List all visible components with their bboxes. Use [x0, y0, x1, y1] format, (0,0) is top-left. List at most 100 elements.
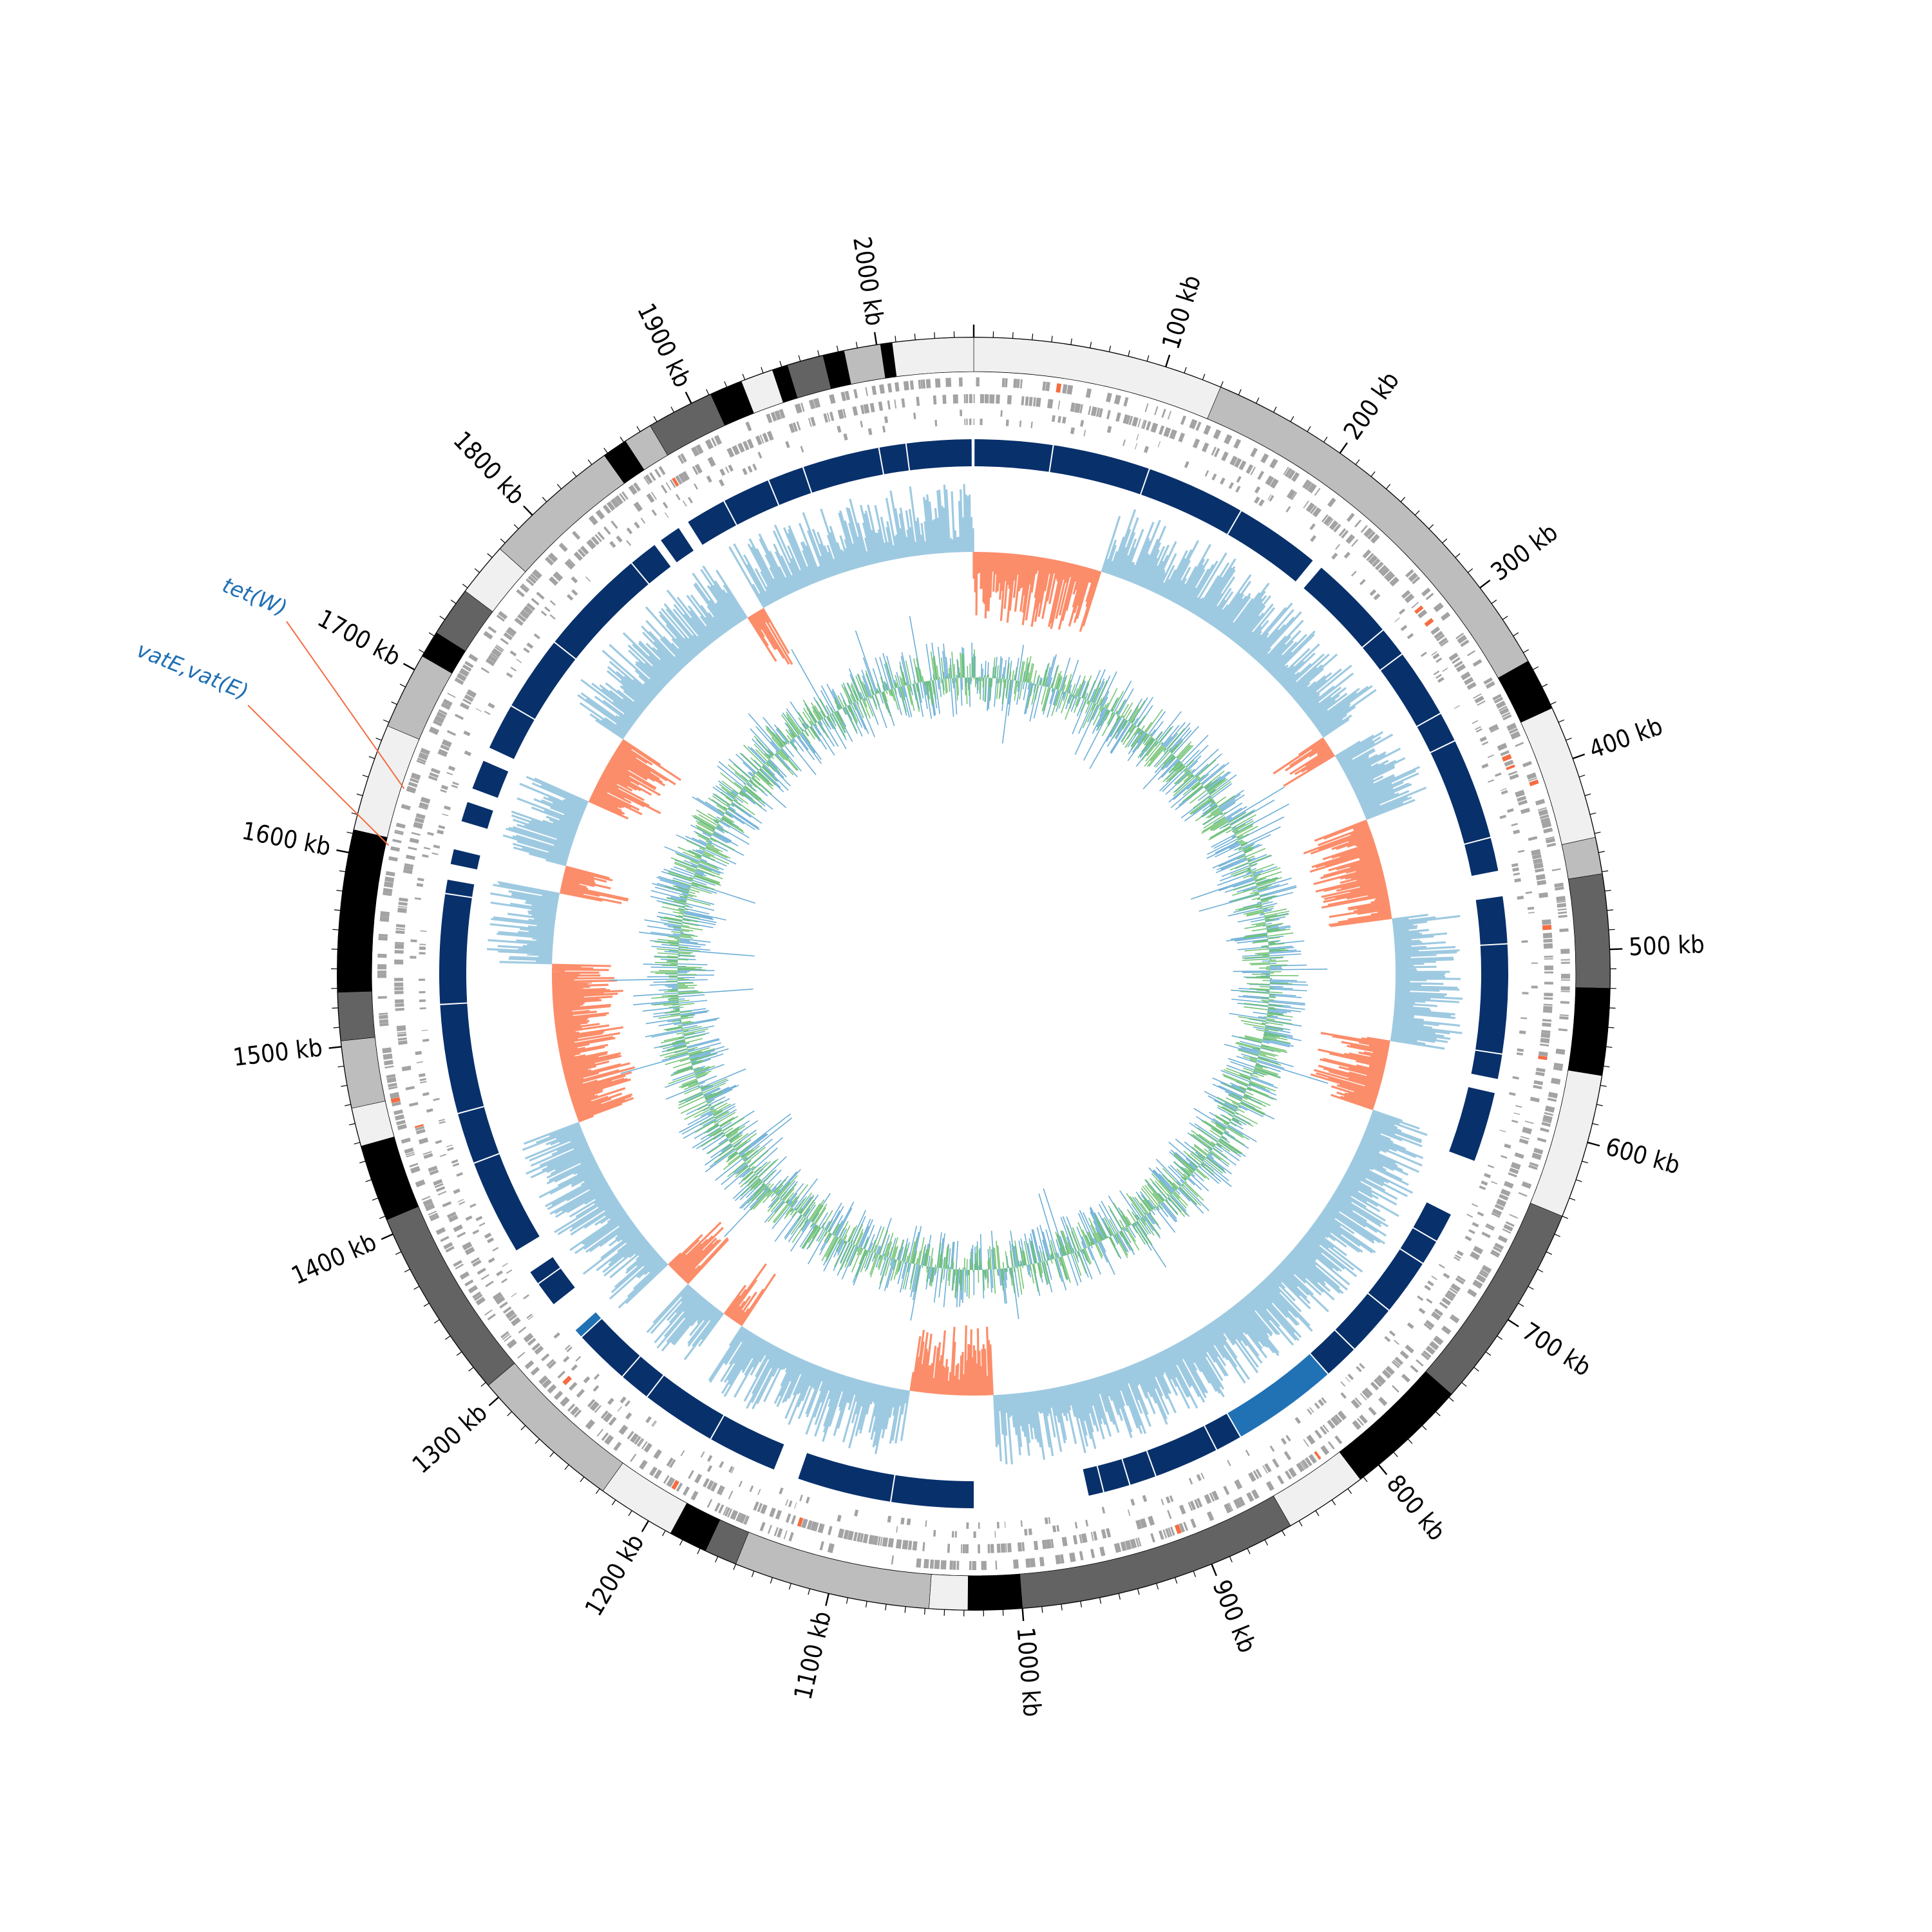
gene-feature	[569, 1381, 578, 1391]
gene-feature	[1202, 442, 1209, 453]
tick-mark	[580, 1476, 585, 1482]
gene-feature	[900, 1517, 905, 1525]
gene-feature	[1442, 667, 1448, 672]
gene-feature	[384, 1065, 394, 1069]
gene-feature	[566, 1346, 573, 1352]
gene-feature	[688, 497, 693, 504]
gc-skew-track	[609, 616, 1329, 1321]
gene-feature	[464, 1279, 474, 1287]
gene-feature	[1057, 400, 1061, 410]
gene-feature	[1085, 388, 1092, 398]
homology-block	[461, 802, 493, 829]
gene-feature	[1481, 1231, 1491, 1238]
gene-feature	[530, 1367, 540, 1376]
tick-mark	[706, 389, 710, 395]
gene-feature	[724, 466, 730, 473]
contig-segment	[341, 1037, 386, 1109]
gene-feature	[1538, 1055, 1548, 1061]
tick-mark	[1202, 374, 1206, 381]
gene-feature	[1213, 429, 1222, 440]
gene-feature	[785, 440, 790, 448]
gene-feature	[563, 1356, 570, 1363]
gene-feature	[496, 614, 505, 622]
gene-feature	[633, 501, 643, 512]
gene-feature	[1509, 773, 1519, 781]
gene-feature	[531, 598, 540, 606]
gene-feature	[617, 1406, 623, 1412]
gene-feature	[1557, 908, 1567, 911]
gene-feature	[1017, 1542, 1023, 1552]
gene-feature	[410, 956, 417, 959]
tick-mark	[724, 381, 728, 388]
gene-feature	[1466, 681, 1477, 690]
tick-mark	[474, 568, 480, 573]
gene-feature	[403, 866, 413, 871]
homology-block	[1464, 838, 1499, 876]
gene-feature	[907, 1540, 913, 1550]
gene-feature	[379, 1023, 389, 1027]
scale-label: 200 kb	[1338, 366, 1405, 445]
tick-mark	[1355, 459, 1360, 466]
tick-mark	[1435, 1411, 1441, 1416]
gene-feature	[520, 585, 529, 593]
gene-feature	[1506, 764, 1515, 770]
gene-feature	[1099, 1546, 1106, 1557]
gene-feature	[1513, 872, 1520, 876]
gene-feature	[389, 1092, 400, 1099]
gene-feature	[996, 1544, 1001, 1553]
gene-feature	[495, 1296, 506, 1305]
gene-feature	[435, 1139, 442, 1144]
gene-feature	[757, 1488, 761, 1495]
gene-feature	[638, 1439, 645, 1447]
gene-feature	[526, 578, 535, 587]
gene-feature	[952, 394, 958, 404]
tick-mark	[391, 701, 397, 705]
scale-label: 1400 kb	[287, 1227, 381, 1290]
gene-feature	[418, 1137, 429, 1144]
homology-block	[511, 642, 576, 719]
homology-block	[724, 480, 779, 525]
gene-feature	[422, 1092, 430, 1097]
gene-feature	[487, 1237, 495, 1244]
homology-block	[1430, 741, 1491, 844]
gene-feature	[1190, 1518, 1197, 1528]
gene-feature	[1505, 1221, 1515, 1227]
tick-mark	[1575, 1179, 1582, 1182]
gene-feature	[1265, 475, 1274, 486]
gene-feature	[1440, 639, 1449, 647]
gene-feature	[603, 526, 611, 535]
gene-feature	[1485, 681, 1495, 689]
gene-feature	[419, 990, 426, 994]
gene-feature	[462, 1242, 473, 1251]
gene-feature	[527, 1338, 536, 1346]
gene-feature	[1499, 815, 1507, 819]
gene-feature	[448, 1215, 459, 1223]
gene-feature	[1359, 1363, 1365, 1369]
gene-feature	[390, 846, 401, 852]
gene-feature	[1007, 395, 1012, 404]
gene-feature	[1130, 1499, 1135, 1506]
annotation-label: tet(W)	[219, 573, 291, 621]
gene-feature	[414, 897, 421, 900]
gene-feature	[1431, 1275, 1437, 1280]
gene-feature	[564, 1345, 571, 1350]
tick-mark	[1041, 1606, 1043, 1613]
gene-feature	[1354, 519, 1362, 528]
gene-feature	[1446, 1290, 1457, 1298]
gene-feature	[868, 1535, 875, 1545]
gene-feature	[409, 1162, 419, 1168]
gene-feature	[769, 1507, 776, 1518]
gene-feature	[829, 393, 836, 404]
gene-feature	[1228, 1502, 1234, 1511]
tick-mark	[1605, 1046, 1613, 1048]
gene-feature	[1503, 1180, 1514, 1189]
tick-mark	[1582, 1160, 1588, 1164]
gene-feature	[1417, 609, 1428, 619]
gene-feature	[393, 1109, 403, 1115]
gene-feature	[1491, 1180, 1498, 1185]
gene-feature	[682, 500, 687, 507]
gene-feature	[1287, 469, 1296, 480]
tick-mark	[413, 1285, 420, 1290]
tick-mark	[433, 1319, 440, 1323]
gene-feature	[1528, 1164, 1538, 1170]
